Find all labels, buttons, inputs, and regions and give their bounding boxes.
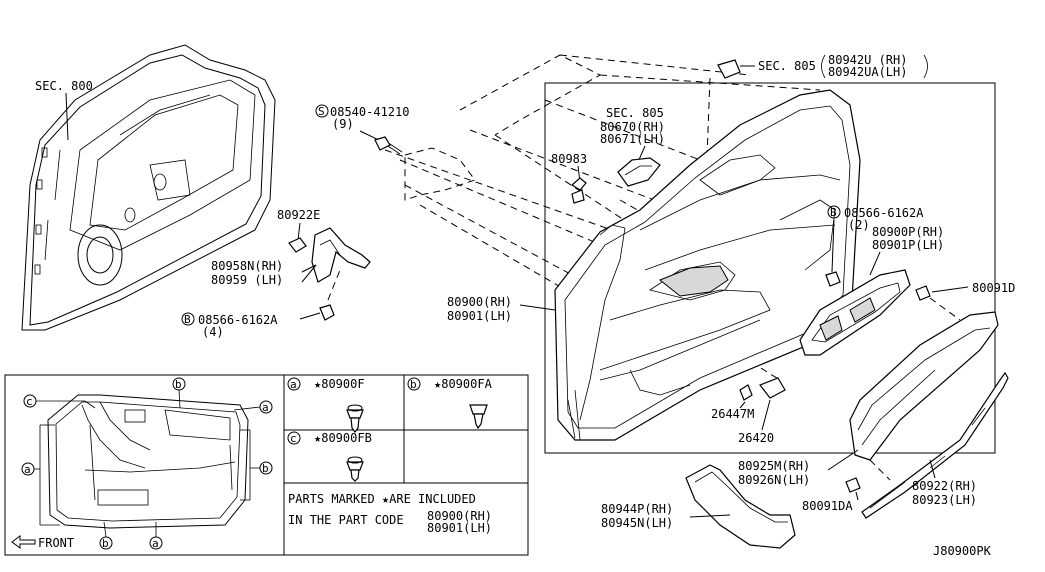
door-trim-group: 80983 SEC. 805 80670(RH) 80671(LH) 26447… [447,82,996,454]
marker-s: S [318,105,325,118]
bolt-08566-6162a-4: B 08566-6162A (4) [181,269,341,339]
label-handle-top-lh: 80942UA(LH) [828,65,907,79]
legend-box: c b a a b b a FRONT a ★80900F b ★80900FA [4,374,529,556]
lamp-26420 [759,377,786,399]
label-80922e: 80922E [277,208,320,222]
clip-b-marker: b [410,378,417,391]
label-seal-rh: 80922(RH) [912,479,977,493]
label-bolt1-qty: (4) [202,325,224,339]
label-bolt1-code: 08566-6162A [198,313,278,327]
outer-handle-sec805: SEC. 805 80942U (RH) 80942UA(LH) [717,53,928,79]
note-rh: 80900(RH) [427,509,492,523]
label-front: FRONT [38,536,74,550]
clip-c-icon [346,461,364,471]
legend-marker-c: c [26,395,33,408]
label-sec805-inner: SEC. 805 [606,106,664,120]
clip-a-code: ★80900F [314,377,365,391]
label-bulb: 26447M [711,407,754,421]
label-armrest-lh: 80945N(LH) [601,516,673,530]
legend-marker-a-right1: a [262,401,269,414]
clip-a-marker: a [290,378,297,391]
label-pocket-rh: 80900P(RH) [872,225,944,239]
label-screw-code: 08540-41210 [330,105,409,119]
circle-s-marker [315,104,329,118]
clip-c-marker: c [290,432,297,445]
clip-b-icon [469,404,488,415]
note-line1: PARTS MARKED ★ARE INCLUDED [288,492,476,506]
clip-a-icon [346,409,364,419]
label-handle-inner-rh: 80670(RH) [600,120,665,134]
label-80091d: 80091D [972,281,1015,295]
mini-door-panel [47,394,249,529]
clip-80922e [288,237,307,253]
bulb-26447m [739,384,753,401]
legend-marker-b-top: b [175,378,182,391]
label-screw-qty: (9) [332,117,354,131]
label-handle-inner-lh: 80671(LH) [600,132,665,146]
clip-80091da: 80091DA [802,477,861,513]
diagram-id: J80900PK [933,544,992,558]
clip-c-code: ★80900FB [314,431,372,445]
door-trim-panel [554,89,861,441]
seal-80922: 80922(RH) 80923(LH) [861,371,1009,519]
label-pocket-lh: 80901P(LH) [872,238,944,252]
label-armrest-rh: 80944P(RH) [601,502,673,516]
inner-handle [617,157,661,187]
label-80983: 80983 [551,152,587,166]
note-line2: IN THE PART CODE [288,513,404,527]
label-bracket-lh: 80959 (LH) [211,273,283,287]
armrest-80944p: 80944P(RH) 80945N(LH) [601,464,796,549]
label-80091da: 80091DA [802,499,853,513]
label-bolt2-code: 08566-6162A [844,206,924,220]
door-inner-panel: SEC. 800 [21,44,276,331]
screw-08540-41210: S 08540-41210 (9) [315,104,409,155]
front-arrow-icon [11,535,36,549]
clip-80091d: 80091D [915,281,1015,321]
marker-b1: B [184,313,191,326]
label-lamp: 26420 [738,431,774,445]
label-bracket-rh: 80958N(RH) [211,259,283,273]
marker-b2: B [830,206,837,219]
label-bolt2-qty: (2) [848,218,870,232]
legend-marker-b-right: b [262,462,269,475]
label-sec800: SEC. 800 [35,79,93,93]
legend-marker-a-bottom: a [152,537,159,550]
label-panel-lh: 80901(LH) [447,309,512,323]
bracket-80958n: 80922E 80958N(RH) 80959 (LH) [211,208,371,287]
label-seal-lh: 80923(LH) [912,493,977,507]
label-sec805-top: SEC. 805 [758,59,816,73]
legend-marker-b-bottom: b [102,537,109,550]
finisher-80925m: 80925M(RH) 80926N(LH) [738,311,999,487]
label-handle-top-rh: 80942U (RH) [828,53,907,67]
legend-marker-a-left: a [24,463,31,476]
note-lh: 80901(LH) [427,521,492,535]
label-panel-rh: 80900(RH) [447,295,512,309]
pocket-80900p: B 08566-6162A (2) 80900P(RH) 80901P(LH) [799,205,944,356]
label-trim-rh: 80925M(RH) [738,459,810,473]
label-trim-lh: 80926N(LH) [738,473,810,487]
clip-b-code: ★80900FA [434,377,493,391]
